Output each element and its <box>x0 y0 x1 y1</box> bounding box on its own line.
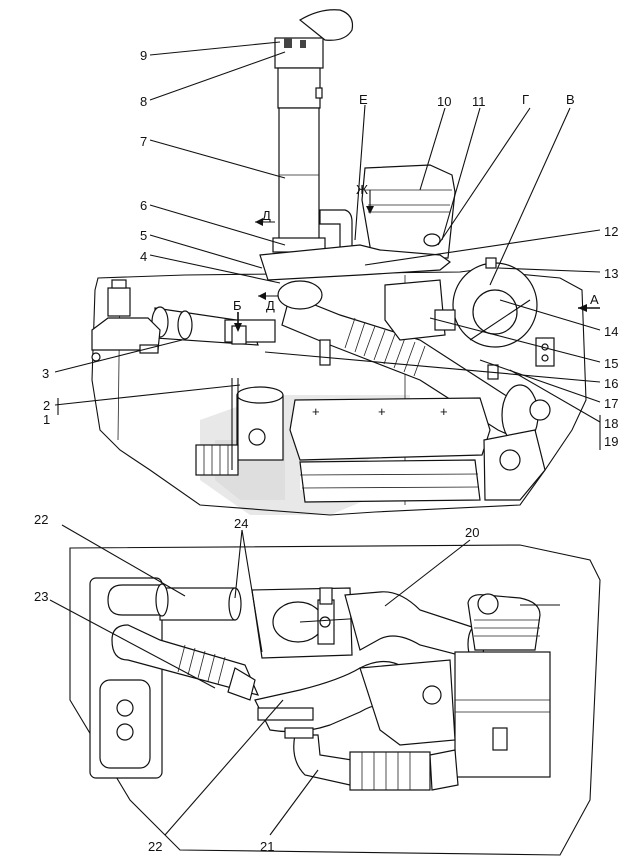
cylinder-filter <box>195 378 284 476</box>
callout-4: 4 <box>140 249 147 264</box>
callout-8: 8 <box>140 94 147 109</box>
callout-labels: 9 8 7 6 5 4 3 2 1 10 11 12 13 14 15 16 1… <box>34 48 618 854</box>
callout-16: 16 <box>604 376 618 391</box>
callout-24: 24 <box>234 516 248 531</box>
callout-11: 11 <box>472 94 486 109</box>
callout-6: 6 <box>140 198 147 213</box>
callout-10: 10 <box>437 94 451 109</box>
svg-text:+: + <box>378 404 386 419</box>
corrugated-pipe <box>111 624 260 701</box>
callout-9: 9 <box>140 48 147 63</box>
central-air-box <box>251 587 366 659</box>
callout-14: 14 <box>604 324 618 339</box>
left-reservoir <box>91 279 161 362</box>
bottom-pipe <box>284 727 459 791</box>
view-mark-d1: Д <box>262 208 271 223</box>
upper-leader-lines <box>54 41 601 450</box>
lower-leader-lines <box>49 524 471 836</box>
view-mark-b: Б <box>233 298 242 313</box>
callout-5: 5 <box>140 228 147 243</box>
upper-view-engine-compartment: + + + <box>54 9 601 516</box>
callout-15: 15 <box>604 356 618 371</box>
air-cleaner-housing <box>361 164 456 259</box>
callout-22-upper: 22 <box>34 512 48 527</box>
view-mark-d2: Д <box>266 298 275 313</box>
lower-view-section <box>49 524 601 856</box>
pre-cleaner-unit <box>384 257 555 367</box>
callout-13: 13 <box>604 266 618 281</box>
view-mark-a: А <box>590 292 599 307</box>
callout-3: 3 <box>42 366 49 381</box>
svg-text:+: + <box>312 404 320 419</box>
callout-22-lower: 22 <box>148 839 162 854</box>
right-canister <box>454 593 560 778</box>
callout-1: 1 <box>43 412 50 427</box>
view-mark-e: Е <box>359 92 368 107</box>
engine-block: + + + <box>224 319 546 503</box>
view-mark-g: Г <box>522 92 529 107</box>
callout-7: 7 <box>140 134 147 149</box>
callout-19: 19 <box>604 434 618 449</box>
vertical-intake-pipe <box>272 9 354 261</box>
callout-20: 20 <box>465 525 479 540</box>
callout-17: 17 <box>604 396 618 411</box>
view-mark-zh: Ж <box>356 182 368 197</box>
svg-text:+: + <box>440 404 448 419</box>
callout-2: 2 <box>43 398 50 413</box>
callout-23: 23 <box>34 589 48 604</box>
callout-12: 12 <box>604 224 618 239</box>
upper-pipe <box>107 583 242 621</box>
view-mark-v: В <box>566 92 575 107</box>
callout-18: 18 <box>604 416 618 431</box>
callout-21: 21 <box>260 839 274 854</box>
